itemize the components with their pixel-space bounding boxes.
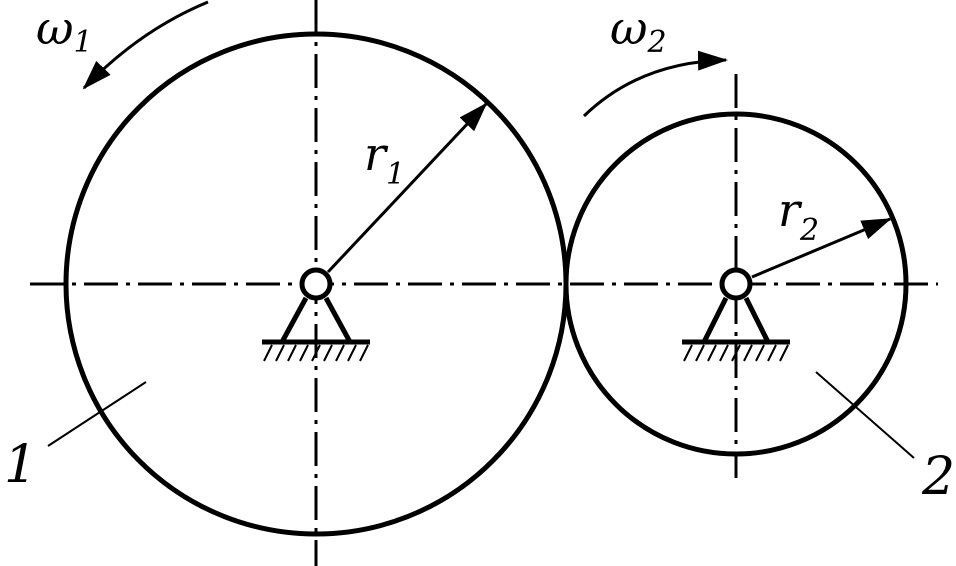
- part-1-label: 1: [4, 435, 37, 495]
- wheel-1-pivot-joint: [299, 267, 333, 301]
- r2-label: r2: [778, 183, 819, 248]
- omega-2-rotation-arrow: [582, 50, 728, 118]
- wheel-1-ground-hatching: [263, 344, 369, 362]
- wheel-2-pivot-joint: [719, 267, 753, 301]
- wheel-2-pivot-support: [682, 267, 790, 362]
- wheel-1-pivot-support: [262, 267, 370, 362]
- radius-r2-arrow: [751, 217, 892, 279]
- r1-label: r1: [364, 127, 405, 192]
- wheel-2: [563, 111, 909, 457]
- part-2-leader-line: [815, 371, 915, 459]
- radius-r1-arrow: [326, 102, 488, 274]
- part-2-label: 2: [921, 447, 955, 507]
- omega-1-rotation-arrow: [82, 0, 209, 90]
- wheel-2-ground-hatching: [683, 344, 789, 362]
- omega-2-label: ω2: [610, 1, 667, 60]
- part-1-leader-line: [47, 381, 147, 447]
- omega-1-label: ω1: [36, 1, 93, 60]
